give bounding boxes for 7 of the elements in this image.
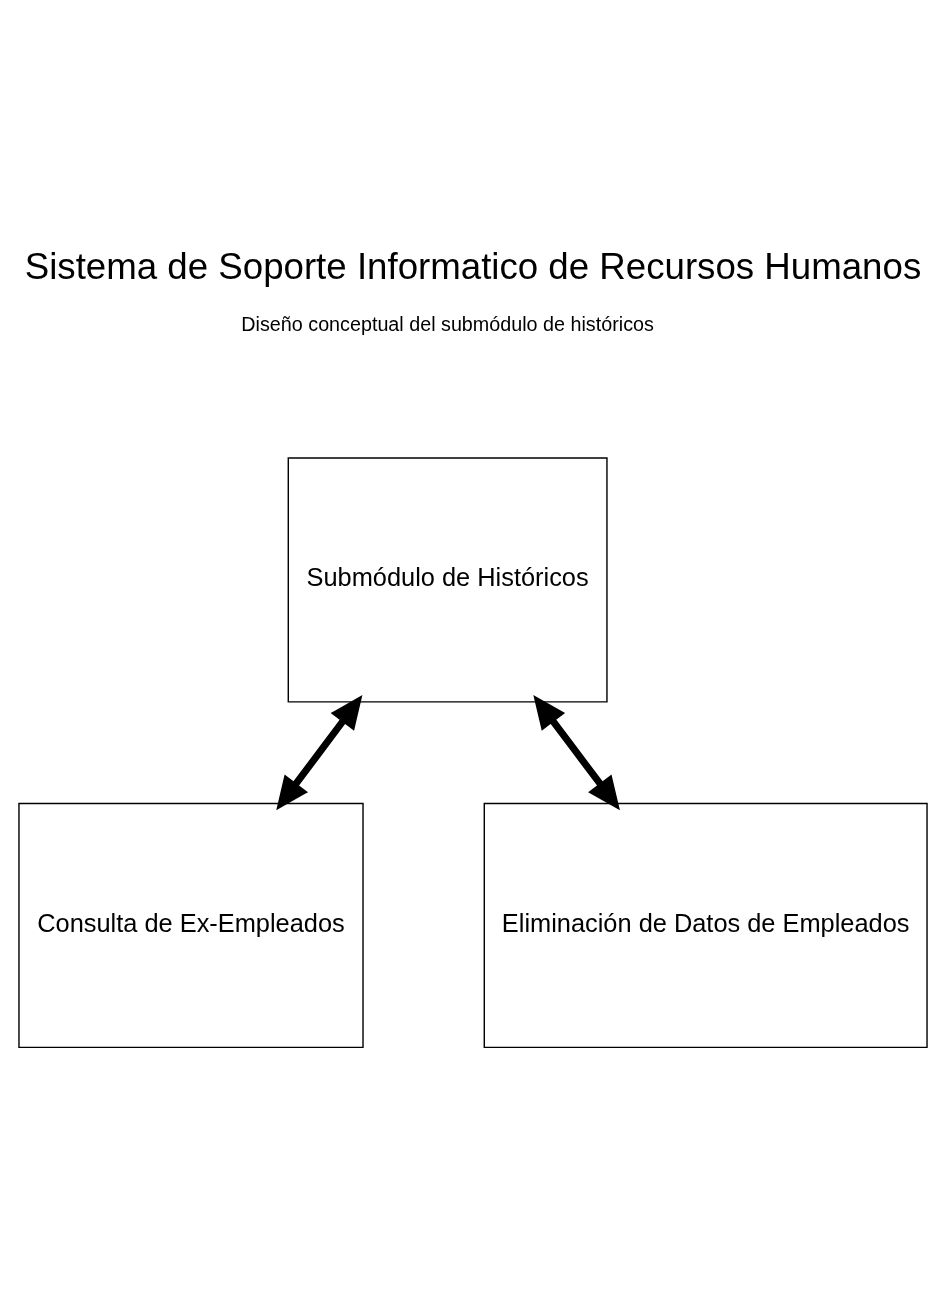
arrow [276, 694, 363, 810]
node-box: Consulta de Ex-Empleados [18, 802, 364, 1048]
node-box: Submódulo de Históricos [287, 456, 608, 703]
arrow [533, 694, 620, 810]
node-box: Eliminación de Datos de Empleados [483, 802, 928, 1048]
diagram-title: Sistema de Soporte Informatico de Recursos Humanos [24, 245, 922, 287]
label: Diseño conceptual del submódulo de históricos [241, 312, 654, 335]
